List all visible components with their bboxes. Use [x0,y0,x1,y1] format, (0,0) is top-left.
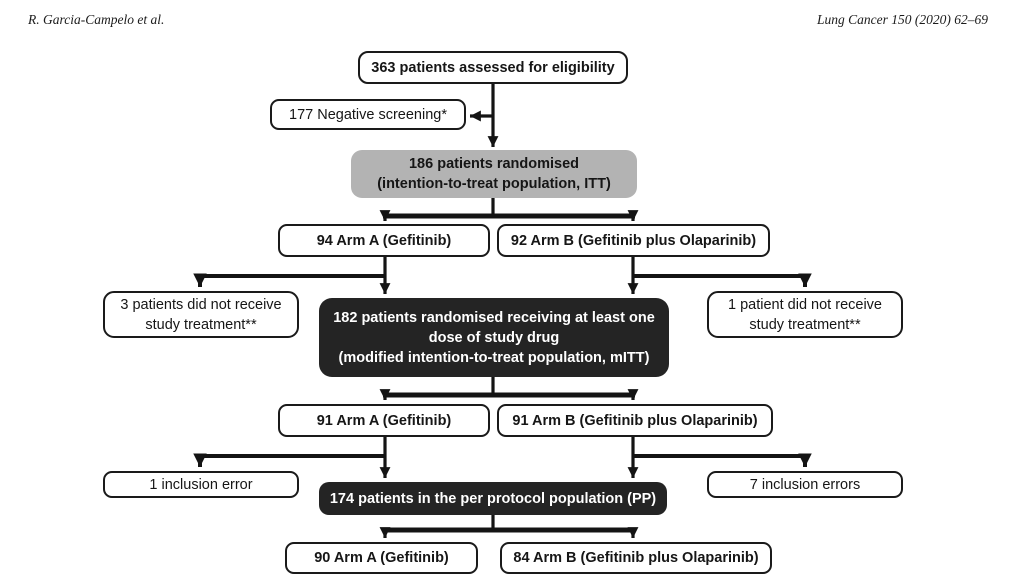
box-text: 182 patients randomised receiving at lea… [333,309,655,326]
box-text: 186 patients randomised [408,156,580,172]
box-arm-a-pp: 90 Arm A (Gefitinib) [285,542,478,574]
box-text: 363 patients assessed for eligibility [371,59,615,76]
box-text: 84 Arm B (Gefitinib plus Olaparinib) [513,550,759,566]
box-inclusion-error-a: 1 inclusion error [103,471,299,498]
journal-header: Lung Cancer 150 (2020) 62–69 [817,12,988,27]
box-no-treatment-a: 3 patients did not receive study treatme… [103,291,299,338]
box-text: 1 inclusion error [149,476,253,493]
box-eligibility: 363 patients assessed for eligibility [358,51,628,84]
box-pp-population: 174 patients in the per protocol populat… [319,482,667,515]
box-text: study treatment** [145,316,257,333]
box-text: 3 patients did not receive [120,296,282,313]
box-text: dose of study drug [428,329,560,346]
box-text: 92 Arm B (Gefitinib plus Olaparinib) [510,232,757,249]
box-no-treatment-b: 1 patient did not receive study treatmen… [707,291,903,338]
box-arm-a-mitt: 91 Arm A (Gefitinib) [278,404,490,437]
box-arm-b-mitt: 91 Arm B (Gefitinib plus Olaparinib) [497,404,773,437]
journal-running-head: R. Garcia-Campelo et al. Lung Cancer 150… [0,12,1016,32]
box-text: (modified intention-to-treat population,… [338,349,650,366]
box-arm-b-pp: 84 Arm B (Gefitinib plus Olaparinib) [500,542,772,574]
box-text: 90 Arm A (Gefitinib) [314,550,449,566]
box-itt-population: 186 patients randomised (intention-to-tr… [351,150,637,198]
box-text: 94 Arm A (Gefitinib) [316,232,452,249]
box-text: 177 Negative screening* [289,106,447,123]
box-text: 174 patients in the per protocol populat… [329,490,657,507]
box-text: 1 patient did not receive [728,296,882,313]
box-arm-b-itt: 92 Arm B (Gefitinib plus Olaparinib) [497,224,770,257]
box-text: 91 Arm B (Gefitinib plus Olaparinib) [512,412,758,429]
box-text: (intention-to-treat population, ITT) [377,176,611,192]
box-arm-a-itt: 94 Arm A (Gefitinib) [278,224,490,257]
box-mitt-population: 182 patients randomised receiving at lea… [319,298,669,377]
box-text: study treatment** [749,316,861,333]
box-text: 7 inclusion errors [749,476,861,493]
box-text: 91 Arm A (Gefitinib) [316,412,452,429]
author-header: R. Garcia-Campelo et al. [28,12,165,27]
box-negative-screening: 177 Negative screening* [270,99,466,130]
box-inclusion-error-b: 7 inclusion errors [707,471,903,498]
